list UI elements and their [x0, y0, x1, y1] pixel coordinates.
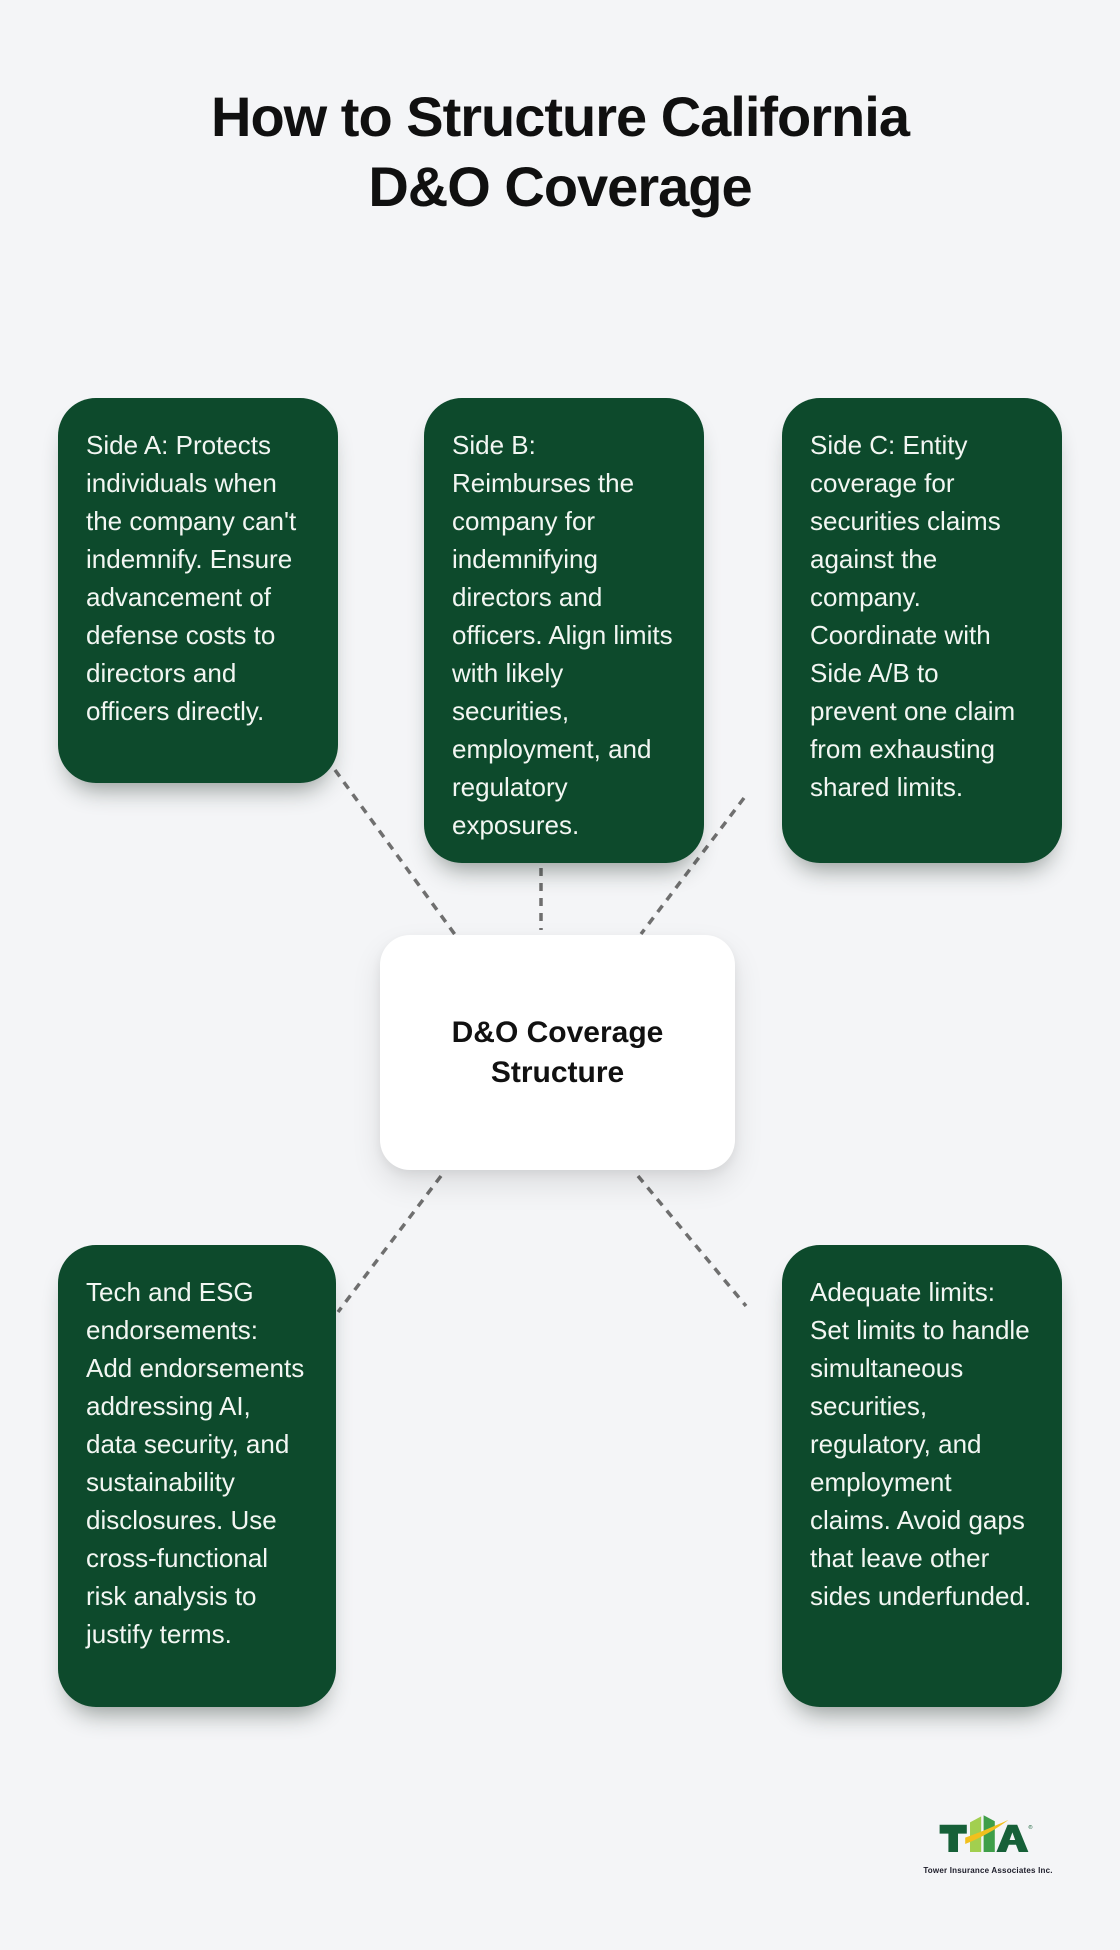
connector-adequate-limits [636, 1174, 748, 1308]
tia-logo: ® [938, 1812, 1034, 1863]
node-side-b: Side B: Reimburses the company for indem… [424, 398, 704, 863]
node-side-a-text: Side A: Protects individuals when the co… [86, 430, 297, 726]
connector-tech-esg [336, 1174, 443, 1314]
node-tech-esg-text: Tech and ESG endorsements: Add endorseme… [86, 1277, 305, 1649]
node-adequate-limits-text: Adequate limits: Set limits to handle si… [810, 1277, 1032, 1611]
node-side-c-text: Side C: Entity coverage for securities c… [810, 430, 1016, 802]
registered-mark: ® [1028, 1824, 1033, 1831]
node-adequate-limits: Adequate limits: Set limits to handle si… [782, 1245, 1062, 1707]
logo-company-name: Tower Insurance Associates Inc. [923, 1866, 1053, 1875]
node-side-b-text: Side B: Reimburses the company for indem… [452, 430, 673, 840]
center-node-label: D&O Coverage Structure [451, 1015, 664, 1089]
node-tech-esg: Tech and ESG endorsements: Add endorseme… [58, 1245, 336, 1707]
page-title: How to Structure California D&O Coverage [211, 85, 910, 218]
center-node: D&O Coverage Structure [380, 935, 735, 1170]
node-side-c: Side C: Entity coverage for securities c… [782, 398, 1062, 863]
node-side-a: Side A: Protects individuals when the co… [58, 398, 338, 783]
tia-logo-icon: ® [939, 1815, 1033, 1852]
